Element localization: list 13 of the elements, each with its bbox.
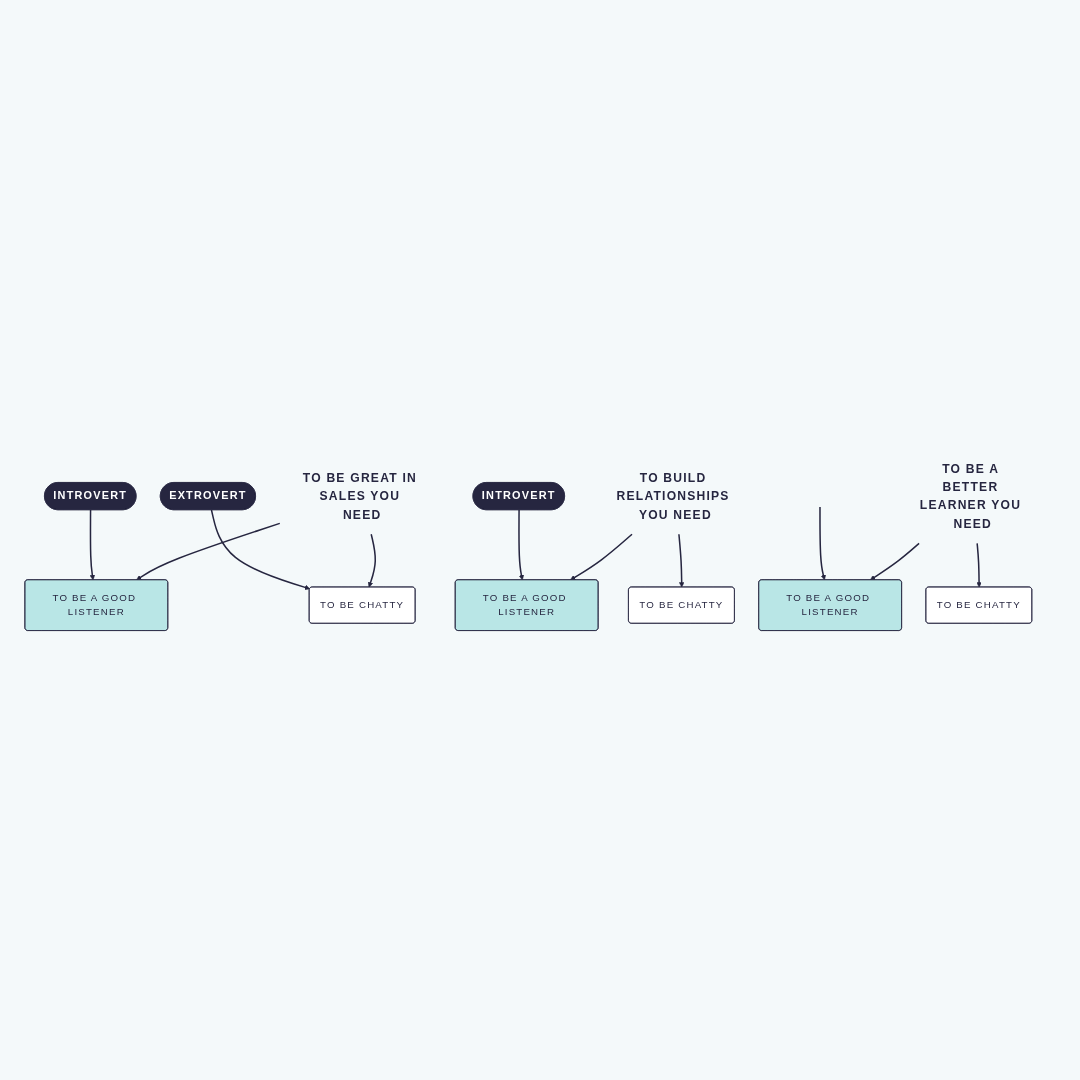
arrow [367, 533, 377, 588]
arrow [678, 533, 685, 588]
node-text: TO BUILD RELATIONSHIPS YOU NEED [616, 471, 730, 522]
arrow [819, 506, 826, 581]
node-text: TO BE GREAT IN SALES YOU NEED [302, 471, 417, 522]
arrow [136, 522, 281, 581]
arrow [570, 533, 633, 581]
arrow [89, 509, 95, 581]
arrow [518, 509, 525, 581]
arrow [870, 542, 920, 581]
arrow [210, 509, 311, 591]
node-text: TO BE A BETTER LEARNER YOU NEED [919, 462, 1022, 531]
arrow [976, 542, 982, 588]
